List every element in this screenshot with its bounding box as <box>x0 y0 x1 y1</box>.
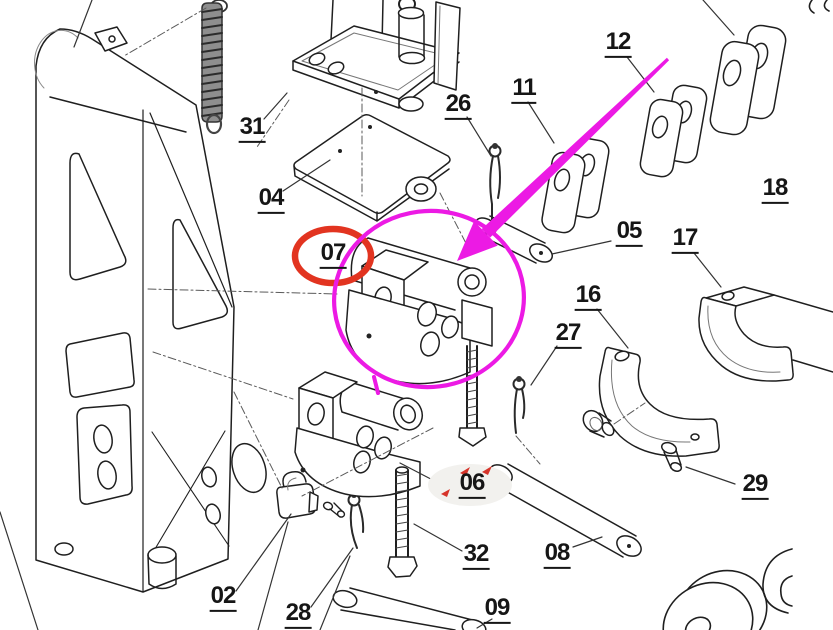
spring <box>201 0 228 135</box>
partial-pulley <box>762 548 793 614</box>
saddle-16 <box>598 346 720 457</box>
clamp-bolt <box>322 501 346 518</box>
corner-part <box>808 0 830 14</box>
saddle-17 <box>698 286 833 382</box>
cotter-pin-26 <box>488 143 502 222</box>
clevis-11 <box>541 137 610 234</box>
frame <box>34 26 267 593</box>
label-callout-circle <box>291 225 375 287</box>
cotter-pin-28 <box>347 492 365 549</box>
clevis-12 <box>639 84 708 178</box>
highlight-arrow <box>457 57 670 261</box>
clevis-18 <box>709 24 787 136</box>
cylinder-09 <box>332 587 487 630</box>
centerlines <box>123 7 646 497</box>
jack-assembly <box>292 0 461 112</box>
stray-marks <box>441 466 492 497</box>
pulley <box>662 569 768 630</box>
pin-08 <box>489 463 642 558</box>
block-07 <box>345 237 493 447</box>
highlight-circle <box>332 208 526 395</box>
cotter-pin-27 <box>512 376 526 434</box>
bolt-32 <box>387 466 418 578</box>
screw-29 <box>660 441 683 472</box>
clamp-02 <box>276 470 319 519</box>
label-backdrop <box>428 464 512 506</box>
plate-04 <box>293 113 451 222</box>
bolt-29-socket <box>582 409 615 438</box>
block-06 <box>294 371 423 498</box>
